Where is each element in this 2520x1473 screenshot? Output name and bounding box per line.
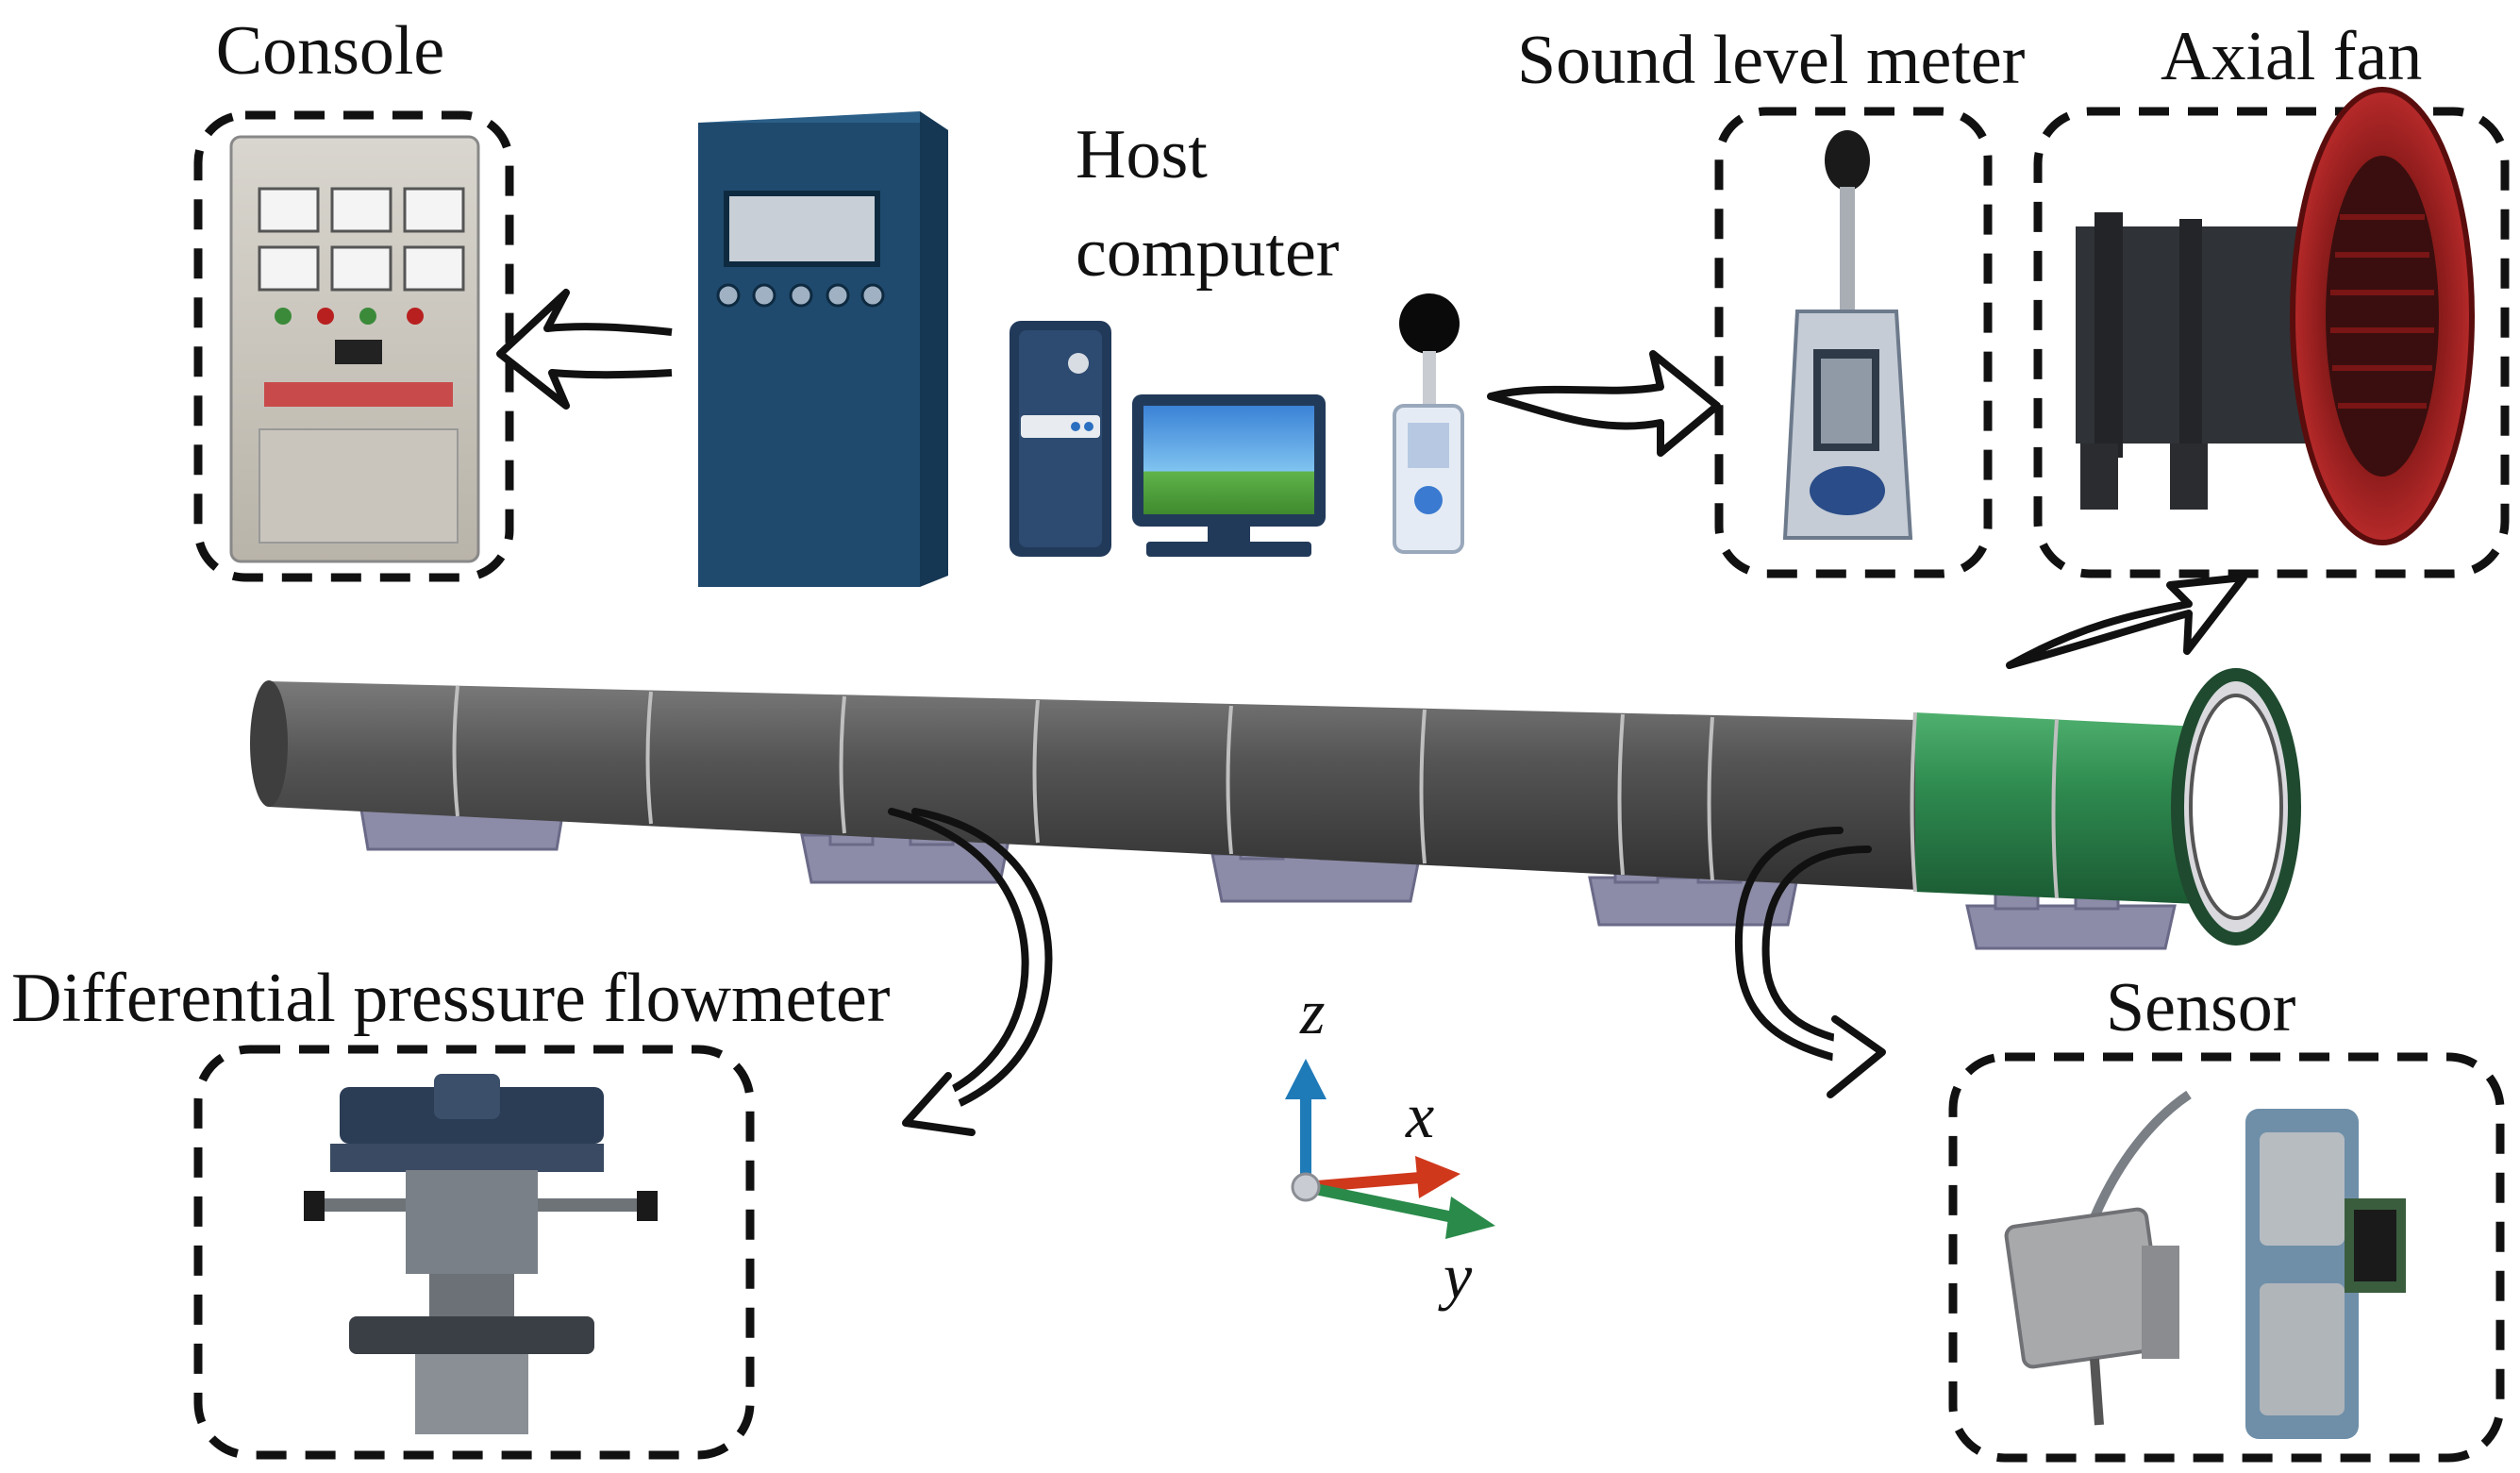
sound-level-meter-group bbox=[1714, 107, 1993, 578]
sensor-photo bbox=[2004, 1090, 2406, 1439]
flowmeter-label: Differential pressure flowmeter bbox=[11, 960, 890, 1037]
sensor-dashed-frame bbox=[1948, 1052, 2505, 1463]
host-computer-label-line1: Host bbox=[1076, 116, 1208, 193]
console-dashed-frame bbox=[193, 110, 514, 582]
axial-fan-photo bbox=[2076, 87, 2475, 545]
arrow-pipe-to-sensor bbox=[1734, 827, 1886, 1098]
control-cabinet-icon bbox=[698, 111, 948, 587]
arrow-probe-to-meter bbox=[1487, 350, 1721, 457]
axial-fan-group bbox=[2033, 87, 2510, 578]
pipe-green-section bbox=[1915, 712, 2198, 904]
monitor-icon bbox=[1132, 394, 1326, 557]
sound-level-meter-photo bbox=[1782, 130, 1913, 540]
console-label: Console bbox=[216, 12, 445, 90]
axis-x-label: x bbox=[1405, 1080, 1434, 1151]
pipe-illustration bbox=[250, 668, 2301, 950]
axial-fan-label: Axial fan bbox=[2161, 18, 2422, 95]
axis-y-label: y bbox=[1438, 1240, 1473, 1312]
console-group bbox=[193, 110, 514, 582]
arrow-cabinet-to-console bbox=[496, 289, 673, 410]
sound-level-meter-label: Sound level meter bbox=[1517, 22, 2025, 99]
flowmeter-photo bbox=[304, 1074, 658, 1434]
axis-z-label: z bbox=[1299, 976, 1325, 1047]
arrow-pipe-to-flowmeter bbox=[888, 808, 1053, 1136]
host-computer-label-line2: computer bbox=[1076, 214, 1339, 292]
sensor-label: Sensor bbox=[2106, 969, 2295, 1046]
console-photo bbox=[229, 135, 480, 563]
flowmeter-group bbox=[193, 1045, 755, 1460]
flowmeter-dashed-frame bbox=[193, 1045, 755, 1460]
arrow-pipe-to-fan bbox=[2006, 574, 2247, 669]
pc-tower-icon bbox=[1010, 321, 1111, 557]
coordinate-axes-icon bbox=[1285, 1059, 1495, 1239]
sound-probe-icon bbox=[1393, 293, 1464, 554]
sensor-group bbox=[1948, 1052, 2505, 1463]
